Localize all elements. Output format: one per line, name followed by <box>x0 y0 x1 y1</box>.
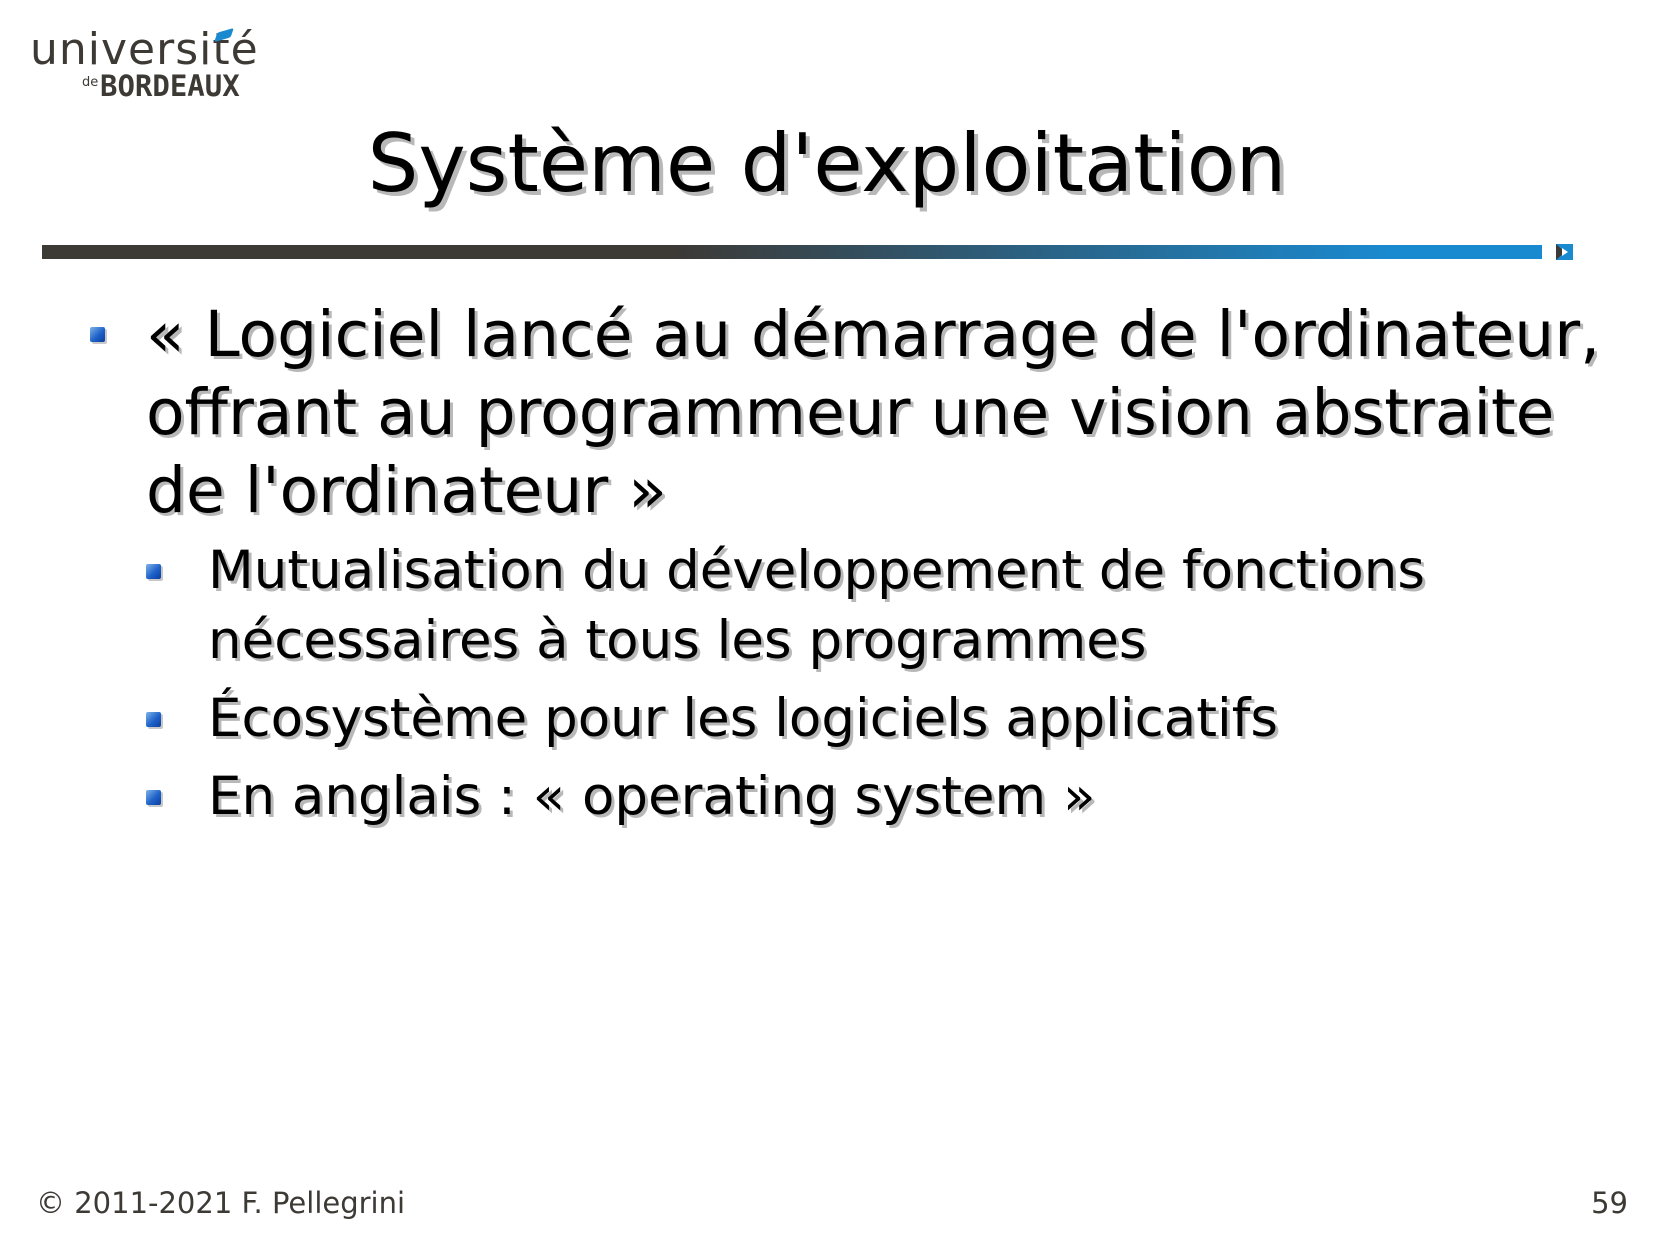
square-bullet-icon <box>90 327 105 342</box>
square-bullet-icon <box>146 790 161 805</box>
slide-content: « Logiciel lancé au démarrage de l'ordin… <box>90 296 1610 840</box>
sub-bullet-text: En anglais : « operating system » <box>208 766 1096 827</box>
square-bullet-icon <box>146 564 161 579</box>
logo-de-text: de <box>82 75 99 90</box>
slide-title: Système d'exploitation <box>367 117 1287 210</box>
bullet-text: « Logiciel lancé au démarrage de l'ordin… <box>146 298 1601 527</box>
logo-bordeaux-text: BORDEAUX <box>100 69 240 103</box>
footer-copyright: © 2011-2021 F. Pellegrini <box>36 1186 406 1220</box>
sub-bullet-text: Mutualisation du développement de foncti… <box>208 540 1425 671</box>
square-bullet-icon <box>146 712 161 727</box>
university-logo: université de BORDEAUX <box>30 28 280 108</box>
corner-mark-icon <box>1556 244 1573 260</box>
bullet-item-definition: « Logiciel lancé au démarrage de l'ordin… <box>90 296 1610 530</box>
sub-bullet-text: Écosystème pour les logiciels applicatif… <box>208 688 1278 749</box>
page-number: 59 <box>1591 1186 1628 1220</box>
sub-bullet-item-anglais: En anglais : « operating system » <box>146 762 1610 832</box>
title-divider <box>42 245 1542 259</box>
sub-bullet-item-ecosysteme: Écosystème pour les logiciels applicatif… <box>146 684 1610 754</box>
sub-bullet-item-mutualisation: Mutualisation du développement de foncti… <box>146 536 1610 676</box>
